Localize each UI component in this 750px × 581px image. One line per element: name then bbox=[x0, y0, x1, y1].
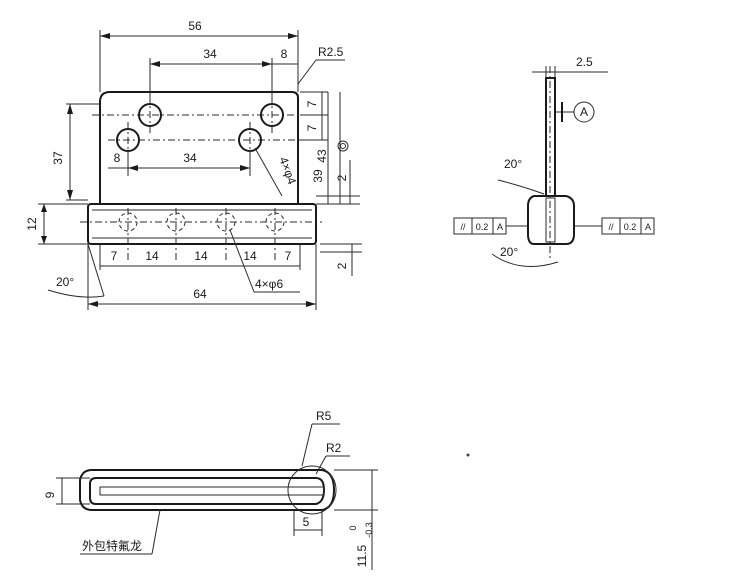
dim-11-5-tol-upper: 0 bbox=[348, 525, 358, 530]
bottom-inner bbox=[89, 477, 326, 505]
note-coating: 外包特氟龙 bbox=[82, 538, 142, 553]
tol-right-datum: A bbox=[645, 222, 651, 232]
datum-a-circle bbox=[573, 101, 595, 123]
note-4x-phi6: 4×φ6 bbox=[255, 277, 283, 291]
dim-7-a: 7 bbox=[305, 100, 319, 107]
lower-bar bbox=[87, 203, 317, 245]
upper-plate-outline bbox=[99, 91, 299, 204]
tol-left-datum: A bbox=[497, 222, 503, 232]
tol-right-symbol: // bbox=[608, 222, 614, 232]
dim-11-5-tol-lower: -0.3 bbox=[364, 522, 374, 538]
side-view: 2.5 A 20° 20° // 0.2 A // 0.2 A bbox=[453, 55, 655, 267]
dim-r5: R5 bbox=[316, 409, 332, 423]
dim-14-a: 14 bbox=[145, 249, 159, 263]
dim-7-right: 7 bbox=[285, 249, 292, 263]
note-4x-phi4: 4×φ4 bbox=[276, 155, 299, 187]
angle-upper: 20° bbox=[504, 157, 522, 171]
angle-lower: 20° bbox=[500, 245, 518, 259]
speck bbox=[466, 453, 470, 457]
bottom-slot bbox=[99, 486, 325, 496]
dim-12: 12 bbox=[25, 217, 39, 231]
dim-5: 5 bbox=[303, 515, 310, 529]
dim-39: 39 bbox=[311, 169, 325, 183]
bottom-view: R5 R2 9 5 11.5 0 -0.3 外包特氟龙 bbox=[43, 409, 378, 570]
dim-angle-20: 20° bbox=[56, 275, 74, 289]
datum-a-label: A bbox=[580, 105, 588, 119]
dim-64: 64 bbox=[193, 287, 207, 301]
circle-mark bbox=[337, 140, 349, 152]
dim-r2-5: R2.5 bbox=[318, 45, 344, 59]
dim-8-top: 8 bbox=[281, 47, 288, 61]
side-bar bbox=[527, 195, 575, 245]
dim-14-c: 14 bbox=[243, 249, 257, 263]
dim-56: 56 bbox=[188, 19, 202, 33]
dim-2-upper: 2 bbox=[335, 174, 349, 181]
dim-34-top: 34 bbox=[203, 47, 217, 61]
dim-37: 37 bbox=[51, 151, 65, 165]
dim-9: 9 bbox=[43, 491, 57, 498]
detail-circle bbox=[287, 465, 337, 515]
dim-14-b: 14 bbox=[194, 249, 208, 263]
front-view: 56 34 8 R2.5 34 8 37 7 7 bbox=[25, 19, 362, 310]
tol-left-value: 0.2 bbox=[476, 222, 489, 232]
dim-7-b: 7 bbox=[305, 124, 319, 131]
dim-7-left: 7 bbox=[111, 249, 118, 263]
dim-r2: R2 bbox=[326, 441, 342, 455]
tol-right-value: 0.2 bbox=[624, 222, 637, 232]
bottom-outer bbox=[79, 469, 336, 511]
dim-11-5: 11.5 bbox=[355, 544, 369, 567]
tol-left-symbol: // bbox=[460, 222, 466, 232]
dim-2-5: 2.5 bbox=[576, 55, 593, 69]
dim-2-lower: 2 bbox=[335, 262, 349, 269]
dim-8-bottom: 8 bbox=[114, 151, 121, 165]
dim-43: 43 bbox=[315, 149, 329, 163]
dim-34-bottom: 34 bbox=[183, 151, 197, 165]
